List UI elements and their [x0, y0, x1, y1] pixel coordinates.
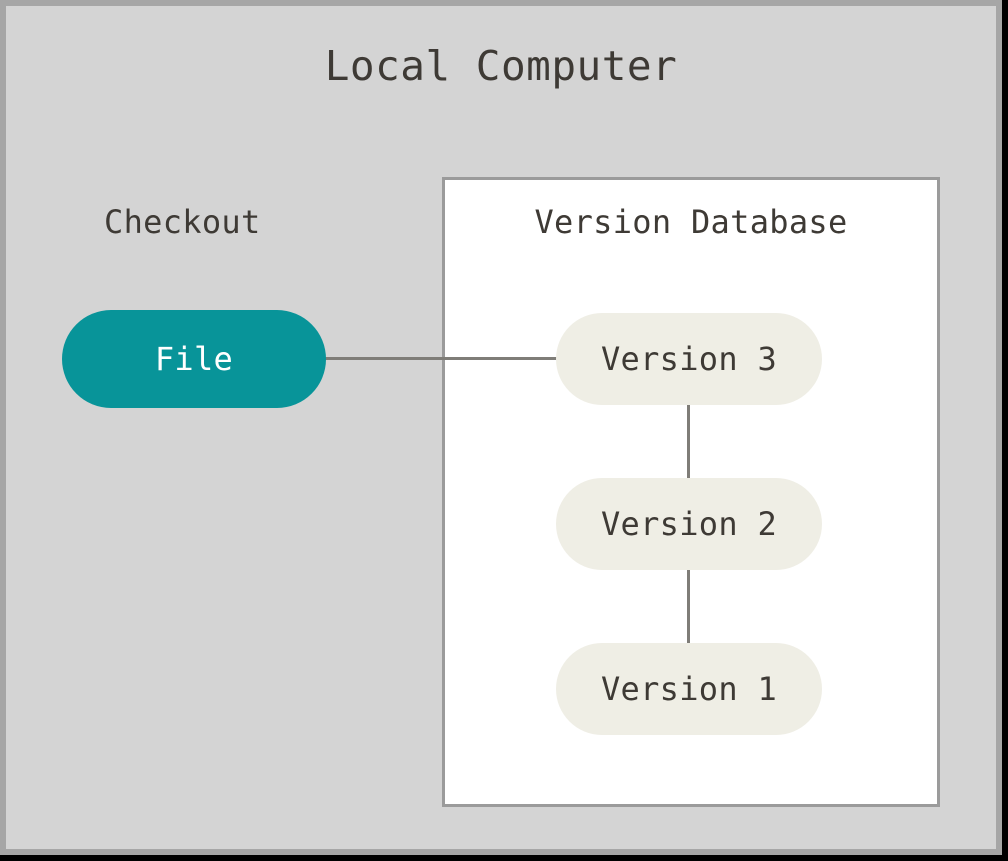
node-version-2-label: Version 2 [600, 505, 778, 543]
checkout-section-label: Checkout [104, 203, 261, 241]
edge-file-to-version-3 [320, 357, 570, 360]
node-version-3[interactable]: Version 3 [556, 313, 822, 405]
page-title: Local Computer [324, 42, 678, 90]
node-version-2[interactable]: Version 2 [556, 478, 822, 570]
node-version-3-label: Version 3 [600, 340, 778, 378]
version-database-title: Version Database [534, 203, 848, 241]
edge-version-2-to-version-1 [687, 565, 690, 649]
node-file[interactable]: File [62, 310, 326, 408]
node-version-1-label: Version 1 [600, 670, 778, 708]
node-file-label: File [154, 340, 234, 378]
edge-version-3-to-version-2 [687, 400, 690, 484]
node-version-1[interactable]: Version 1 [556, 643, 822, 735]
